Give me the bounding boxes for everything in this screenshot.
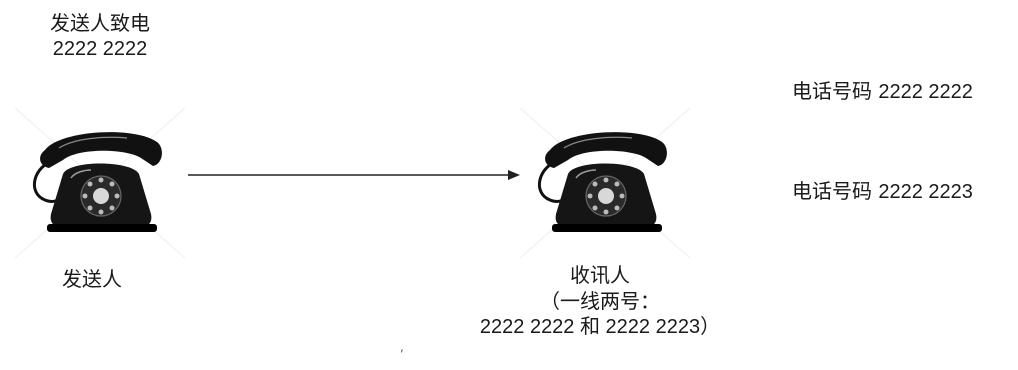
sender-call-caption: 发送人致电 2222 2222 xyxy=(20,10,180,62)
phone-line-2: 电话号码 2222 2223 xyxy=(792,178,973,205)
sender-call-number: 2222 2222 xyxy=(52,38,148,60)
receiver-caption: 收讯人 （一线两号： 2222 2222 和 2222 2223） xyxy=(440,262,760,340)
call-arrow xyxy=(188,168,520,182)
receiver-note-line2: 2222 2222 和 2222 2223） xyxy=(479,316,721,338)
sender-telephone-icon xyxy=(15,108,185,258)
receiver-note-line1: （一线两号： xyxy=(540,289,660,313)
receiver-label: 收讯人 xyxy=(570,263,630,287)
phone-line-1-number: 2222 2222 xyxy=(878,81,973,103)
sender-label: 发送人 xyxy=(62,267,122,291)
sender-call-label: 发送人致电 xyxy=(50,11,150,35)
phone-line-2-label: 电话号码 xyxy=(792,179,872,203)
phone-line-2-number: 2222 2223 xyxy=(878,181,973,203)
phone-line-1: 电话号码 2222 2222 xyxy=(792,78,973,105)
stray-mark: , xyxy=(400,340,404,354)
telephone-icon xyxy=(520,108,690,258)
phone-line-1-label: 电话号码 xyxy=(792,79,872,103)
receiver-telephone-icon xyxy=(520,108,690,258)
telephone-icon xyxy=(15,108,185,258)
